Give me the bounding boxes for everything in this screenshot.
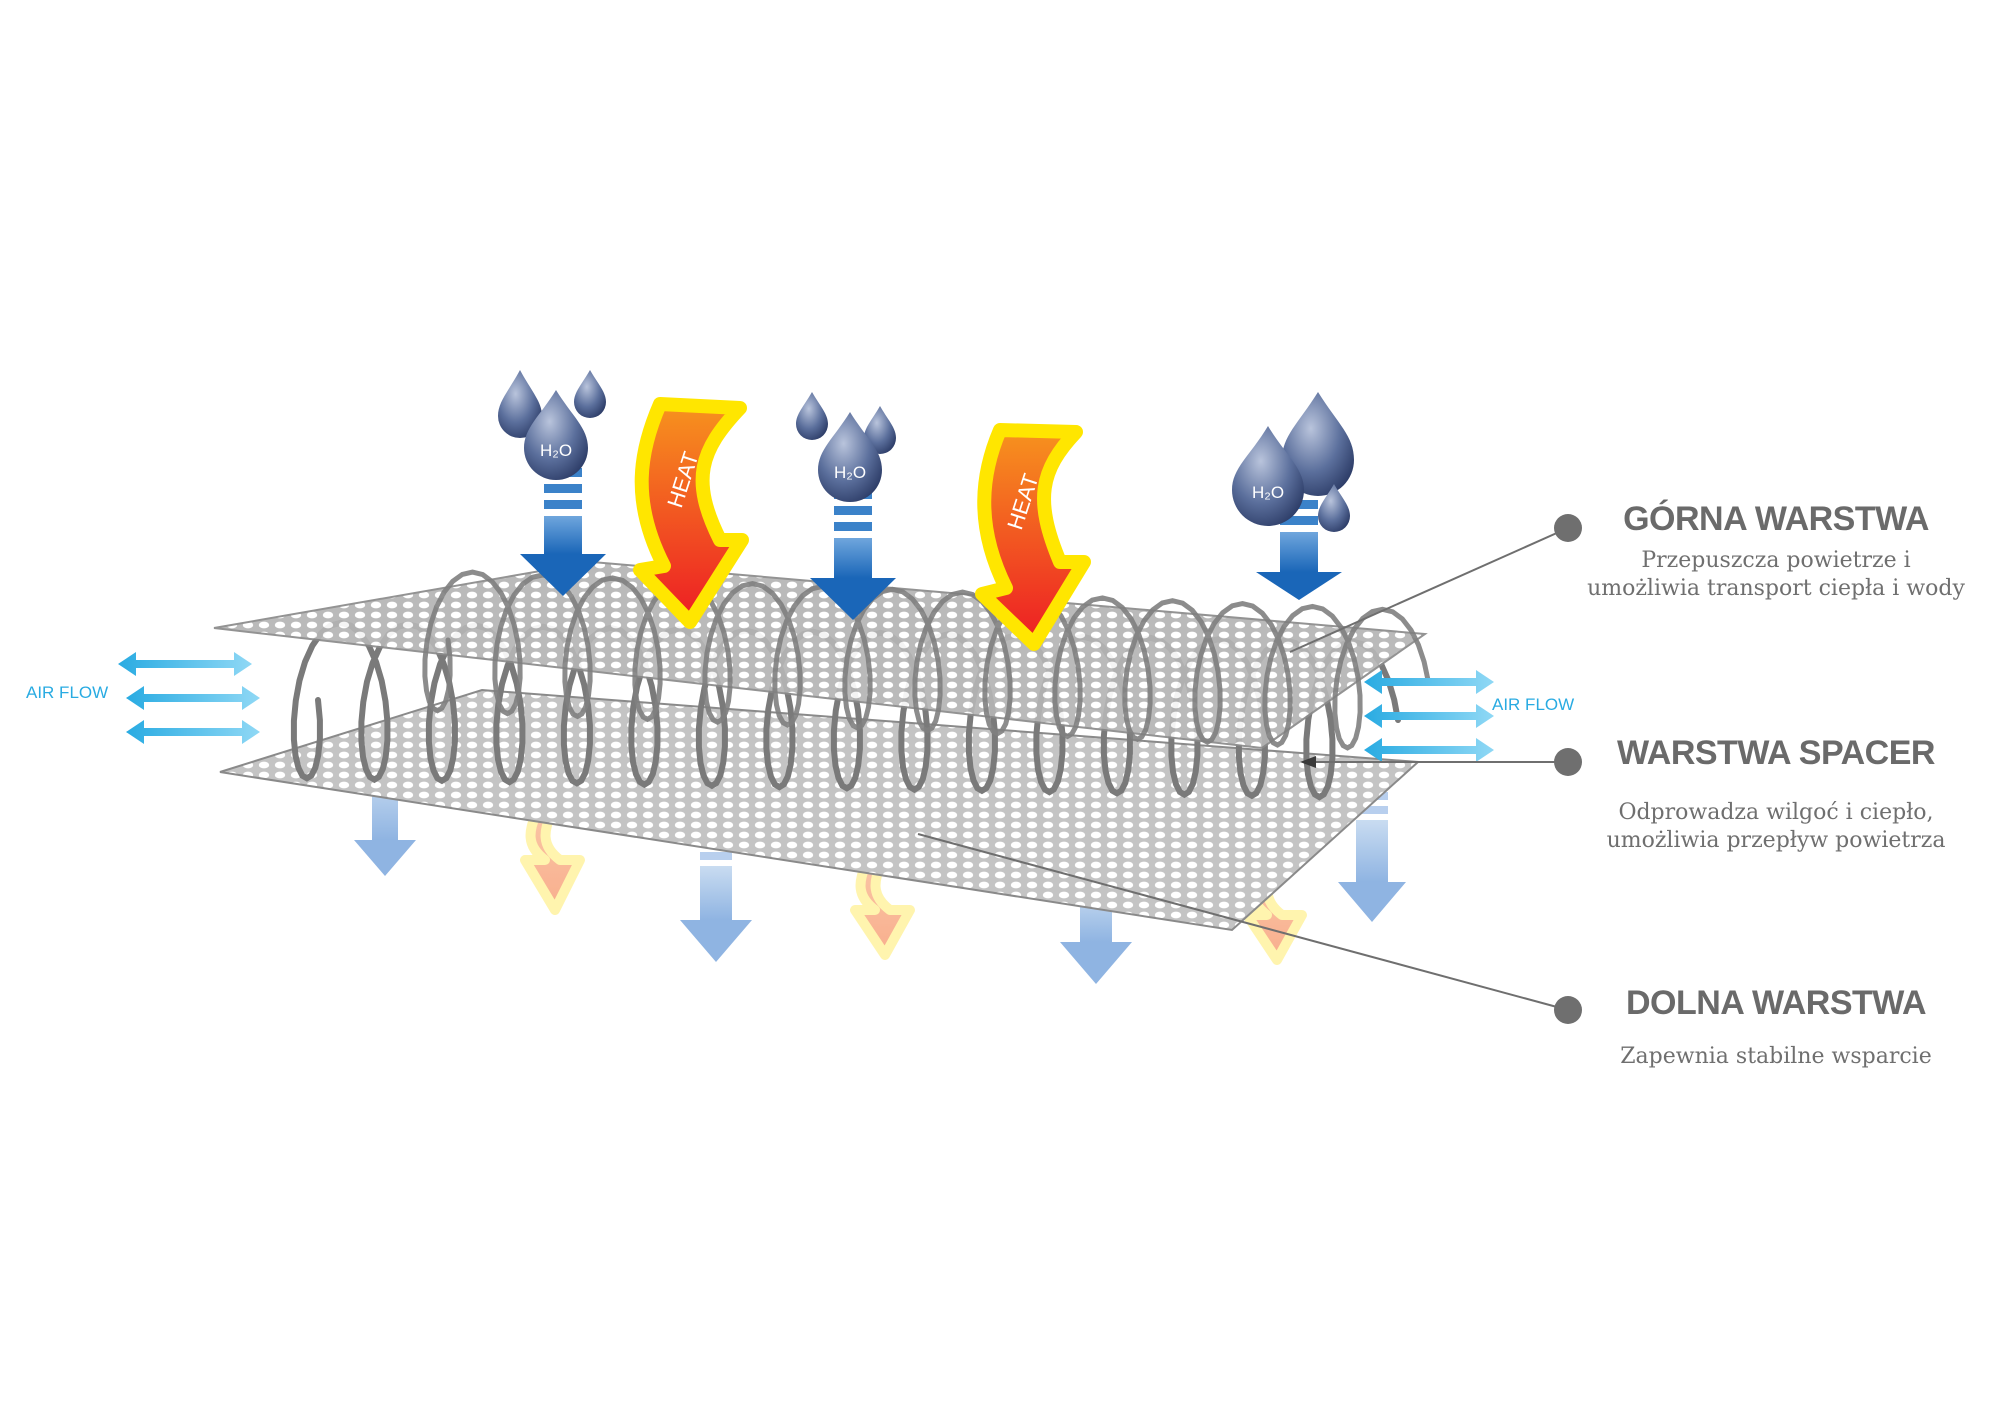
water-drop-icon [818, 412, 882, 502]
callout-desc-line: Zapewnia stabilne wsparcie [1620, 1044, 1932, 1069]
water-arrow-down-light [1338, 792, 1406, 922]
callout-title: WARSTWA SPACER [1617, 734, 1935, 772]
water-drop-icon [1318, 484, 1350, 532]
airflow-label-right: AIR FLOW [1492, 695, 1574, 714]
water-arrow-down [1256, 500, 1342, 600]
water-label: H₂O [834, 463, 866, 482]
airflow-label-left: AIR FLOW [26, 683, 108, 702]
callout-title: DOLNA WARSTWA [1625, 984, 1927, 1022]
water-drop-icon [498, 370, 542, 438]
airflow-arrows-right [1364, 670, 1494, 762]
heat-arrow-down: HEAT [975, 423, 1091, 651]
water-arrow-down-light [680, 838, 752, 962]
heat-arrow-down: HEAT [633, 397, 749, 629]
water-drop-icon [574, 370, 606, 418]
spring-coil [422, 569, 1431, 751]
callout-desc-line: Odprowadza wilgoć i ciepło, [1618, 800, 1934, 825]
water-drops-left: H₂O [498, 370, 606, 480]
water-drop-icon [1232, 426, 1304, 526]
water-drop-icon [1282, 392, 1354, 496]
callout-dot-spacer [1554, 748, 1582, 776]
callout-desc-line: Przepuszcza powietrze i [1641, 548, 1911, 573]
callout-desc-line: umożliwia przepływ powietrza [1606, 828, 1946, 853]
callout-bottom-layer: DOLNA WARSTWA Zapewnia stabilne wsparcie [1556, 984, 1996, 1071]
callout-dot-top [1554, 514, 1582, 542]
water-label: H₂O [1252, 483, 1284, 502]
callout-description: Przepuszcza powietrze i umożliwia transp… [1556, 547, 1996, 603]
airflow-arrows-left [118, 652, 260, 744]
callout-dot-bottom [1554, 996, 1582, 1024]
water-drop-icon [524, 390, 588, 480]
callout-spacer-layer: WARSTWA SPACER Odprowadza wilgoć i ciepł… [1556, 734, 1996, 855]
water-drop-icon [864, 406, 896, 454]
water-drops-right: H₂O [1232, 392, 1354, 532]
water-label: H₂O [540, 441, 572, 460]
callout-description: Odprowadza wilgoć i ciepło, umożliwia pr… [1556, 799, 1996, 855]
callout-title: GÓRNA WARSTWA [1623, 500, 1929, 538]
water-drops-middle: H₂O [796, 392, 896, 502]
water-drop-icon [796, 392, 828, 440]
spacer-springs-front [422, 569, 1431, 751]
leader-lines [917, 527, 1569, 1011]
callout-desc-line: umożliwia transport ciepła i wody [1587, 576, 1965, 601]
callout-top-layer: GÓRNA WARSTWA Przepuszcza powietrze i um… [1556, 500, 1996, 603]
callout-description: Zapewnia stabilne wsparcie [1556, 1043, 1996, 1071]
